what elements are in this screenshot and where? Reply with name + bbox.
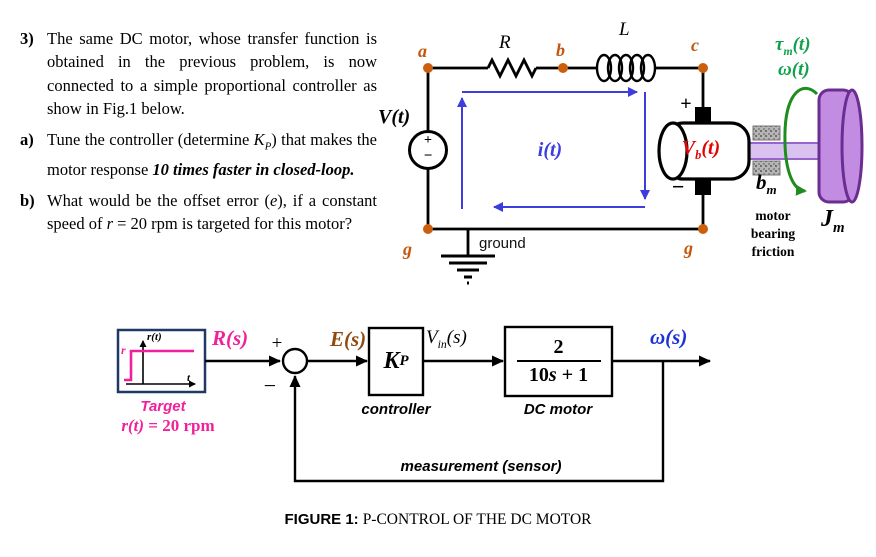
current-label: i(t) [537,139,563,161]
motor-end-cap [657,121,689,181]
motor-terminal-positive [695,107,711,123]
error-symbol: e [269,190,278,210]
node-c-dot [698,63,708,73]
item-a-emphasis: 10 times faster in closed-loop. [152,160,355,180]
speed-symbol: r [106,214,113,234]
item-3-label: 3) [20,29,34,48]
node-a-label: a [418,41,427,61]
friction-caption: motor bearing friction [750,208,796,259]
item-a-mid: ) that makes the motor response [47,129,377,180]
item-b-label: b) [20,190,35,210]
node-g-right-dot [698,224,708,234]
inductor-label: L [619,19,630,40]
target-caption: Target [140,398,186,415]
plant-transfer-function: 2 10s + 1 [505,327,612,396]
gain-symbol: K [253,129,265,149]
torque-label: τm(t) [775,34,811,58]
flywheel-face [840,88,864,204]
controller-block [367,326,425,397]
node-g-right-label: g [684,238,693,258]
resistor-label: R [499,32,511,53]
node-b-label: b [556,40,565,60]
figure-caption-text: P-CONTROL OF THE DC MOTOR [362,511,592,528]
reference-signal-label: R(s) [212,326,249,350]
ground-label: ground [479,235,526,252]
back-emf-label: Vb(t) [681,137,721,162]
bearing-top [752,125,781,141]
item-b-lead: What would be the offset error ( [47,190,270,210]
item-a-label: a) [20,129,34,149]
node-g-left-label: g [403,239,412,259]
error-signal-label: E(s) [330,327,367,351]
item-b-tail: = 20 rpm is targeted for this motor? [113,214,353,234]
node-g-left-dot [423,224,433,234]
problem-item-3: 3) The same DC motor, whose transfer func… [20,27,377,121]
control-signal-label: Vin(s) [426,327,467,351]
node-c-label: c [691,35,699,55]
source-minus-sign: − [423,148,433,164]
motor-plus-sign: + [680,93,692,115]
circuit-diagram: V(t) + − a R b L c g g ground i(t) + − V… [375,10,875,310]
node-a-dot [423,63,433,73]
item-b-mid: ), if a constant speed of [47,190,377,234]
inductor-symbol [595,53,657,83]
sum-minus-sign: − [263,373,277,398]
item-a-lead: Tune the controller (determine [47,129,254,149]
problem-item-b: b) What would be the offset error (e), if… [20,189,377,236]
feedback-path [289,361,665,483]
summing-junction [281,347,309,375]
step-y-axis-label: r(t) [147,331,162,343]
friction-coefficient-label: bm [756,170,777,198]
inertia-label: Jm [821,206,845,236]
fraction-bar [516,360,601,362]
circuit-svg [408,53,864,285]
resistor-symbol [486,56,538,80]
control-block-diagram: r(t) t r Target r(t) = 20 rpm R(s) + − E… [90,318,760,508]
shaft-speed-label: ω(t) [778,59,810,80]
step-plot-axes [126,340,196,388]
motor-minus-sign: − [671,174,685,199]
rotation-arrow [783,87,819,196]
bearing-bottom [752,160,781,176]
plant-denominator: 10s + 1 [528,364,589,386]
step-signal [124,349,194,382]
step-x-axis-label: t [187,372,191,384]
ground-symbol [441,254,495,285]
gain-symbol-sub: P [264,139,272,152]
plant-caption: DC motor [523,401,593,418]
target-value: r(t) = 20 rpm [121,416,215,435]
figure-caption-label: FIGURE 1: [284,511,359,528]
feedback-caption: measurement (sensor) [400,458,562,475]
source-voltage-label: V(t) [378,106,411,128]
problem-statement: 3) The same DC motor, whose transfer func… [20,27,377,243]
controller-caption: controller [361,401,431,418]
forward-path [205,355,711,483]
step-level-label: r [121,343,126,357]
circuit-nodes [423,63,708,234]
item-3-text: The same DC motor, whose transfer functi… [47,29,377,119]
source-plus-sign: + [424,133,432,148]
sum-plus-sign: + [271,333,283,354]
motor-terminal-negative [695,179,711,195]
plant-numerator: 2 [553,336,564,358]
voltage-source [408,130,448,170]
figure-caption: FIGURE 1: P-CONTROL OF THE DC MOTOR [0,511,876,529]
node-b-dot [558,63,568,73]
problem-item-a: a) Tune the controller (determine KP) tha… [20,128,377,182]
output-signal-label: ω(s) [650,325,688,349]
current-loop [457,87,650,212]
